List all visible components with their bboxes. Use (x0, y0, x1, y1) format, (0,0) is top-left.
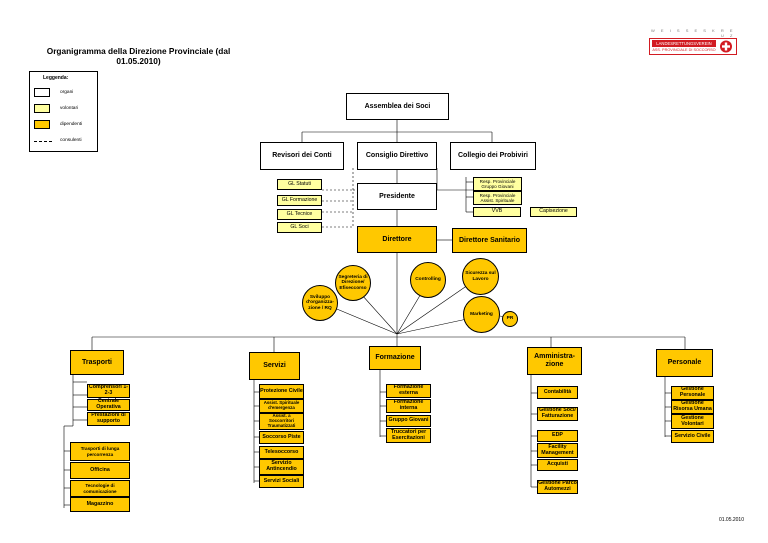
staff-pr: PR (502, 311, 518, 327)
logo-line1: LANDESRETTUNGSVEREIN (652, 40, 716, 47)
amministrazione-facility: Facility Management (537, 443, 578, 458)
staff-segreteria-direzione: Segreteria di Direzione/ Efiseccorso (335, 265, 371, 301)
personale-gestione-personale: Gestione Personale (671, 386, 714, 400)
legend-swatch-dipendenti (34, 120, 50, 129)
node-consiglio-direttivo: Consiglio Direttivo (357, 142, 437, 170)
servizi-soccorso-piste: Soccorso Piste (259, 431, 304, 444)
organization-logo: W E I S S E S K R E U Z LANDESRETTUNGSVE… (649, 28, 737, 55)
formazione-truccatori: Truccatori per Esercitazioni (386, 428, 431, 443)
legend-swatch-organi (34, 88, 50, 97)
node-resp-assist-spirituale: Resp. Provinciale Assist. Spirituale (473, 191, 522, 205)
logo-box: LANDESRETTUNGSVEREIN ASS. PROVINCIALE DI… (649, 38, 737, 55)
servizi-telesoccorso: Telesoccorso (259, 446, 304, 459)
legend-dash-consulenti (34, 141, 52, 142)
amministrazione-parco-automezzi: Gestione Parco Automezzi (537, 480, 578, 494)
node-gl-tecnice: GL Tecnice (277, 209, 322, 220)
node-collegio-probiviri: Collegio dei Probiviri (450, 142, 536, 170)
node-direttore-sanitario: Direttore Sanitario (452, 228, 527, 253)
node-capisezione: Capisezione (530, 207, 577, 217)
servizi-protezione-civile: Protezione Civile (259, 384, 304, 399)
staff-marketing: Marketing (463, 296, 500, 333)
personale-servizio-civile: Servizio Civile (671, 430, 714, 443)
area-amministrazione: Amministra-zione (527, 347, 582, 375)
formazione-gruppo-giovani: Gruppo Giovani (386, 415, 431, 427)
red-cross-icon (720, 40, 732, 53)
node-gl-soci: GL Soci (277, 222, 322, 233)
node-direttore: Direttore (357, 226, 437, 253)
formazione-interna: Formazione interna (386, 399, 431, 413)
legend-label-consulenti: consulenti (60, 138, 82, 143)
trasporti-comprensori: Comprensori 1-2-3 (87, 384, 130, 398)
amministrazione-contabilita: Contabilità (537, 386, 578, 399)
logo-top-text: W E I S S E S K R E U Z (651, 28, 735, 38)
legend: Leggenda: organi volontari dipendenti co… (29, 71, 98, 152)
amministrazione-gestione-soci: Gestione Soci/ Fatturazione (537, 407, 578, 421)
node-presidente: Presidente (357, 183, 437, 210)
trasporti-prestazioni-supporto: Prestazioni di supporto (87, 412, 130, 426)
node-gl-formazione: GL Formazione (277, 195, 322, 206)
servizi-antincendio: Servizio Antincendio (259, 459, 304, 475)
personale-gestione-volontari: Gestione Volontari (671, 414, 714, 429)
node-revisori-conti: Revisori dei Conti (260, 142, 344, 170)
node-vvb: VVB (473, 207, 521, 217)
amministrazione-edp: EDP (537, 430, 578, 442)
legend-swatch-volontari (34, 104, 50, 113)
trasporti-tecnologie-comunicazione: Tecnologie di comunicazione (70, 480, 130, 497)
legend-title: Leggenda: (43, 75, 69, 81)
footer-date: 01.05.2010 (718, 517, 744, 523)
node-resp-gruppo-giovani: Resp. Provinciale Gruppo Giovani (473, 177, 522, 191)
area-trasporti: Trasporti (70, 350, 124, 375)
legend-label-dipendenti: dipendenti (60, 122, 83, 127)
legend-label-organi: organi (60, 90, 74, 95)
amministrazione-acquisti: Acquisti (537, 459, 578, 471)
servizi-assist-soccorritori: Assist. a Soccorritori Traumatizzati (259, 413, 304, 430)
trasporti-centrale-operativa: Centrale Operativa (87, 398, 130, 411)
area-formazione: Formazione (369, 346, 421, 370)
staff-sicurezza-lavoro: Sicurezza sul Lavoro (462, 258, 499, 295)
legend-label-volontari: volontari (60, 106, 79, 111)
personale-risorsa-umana: Gestione Risorsa Umana (671, 400, 714, 414)
staff-controlling: Controlling (410, 262, 446, 298)
staff-sviluppo-organizzazione: Sviluppo d'organizza-zione / RQ (302, 285, 338, 321)
trasporti-lunga-percorrenza: Trasporti di lunga percorrenza (70, 442, 130, 461)
trasporti-magazzino: Magazzino (70, 497, 130, 512)
area-servizi: Servizi (249, 352, 300, 380)
node-gl-statuti: GL Statuti (277, 179, 322, 190)
logo-line2: ASS. PROVINCIALE DI SOCCORSO (652, 48, 716, 52)
servizi-assist-spirituale: Assist. Spirituale d'emergenza (259, 399, 304, 413)
node-assemblea-soci: Assemblea dei Soci (346, 93, 449, 120)
area-personale: Personale (656, 349, 713, 377)
servizi-sociali: Servizi Sociali (259, 475, 304, 488)
trasporti-officina: Officina (70, 462, 130, 479)
page-title: Organigramma della Direzione Provinciale… (46, 46, 231, 66)
formazione-esterna: Formazione esterna (386, 384, 431, 398)
